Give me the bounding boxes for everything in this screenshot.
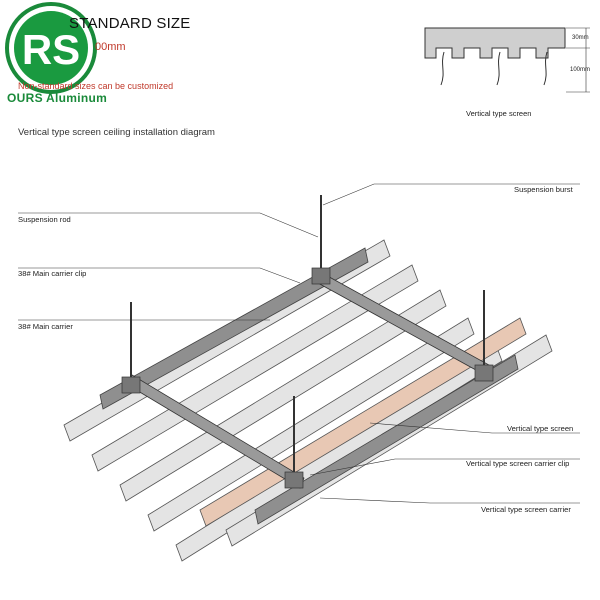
profile-caption: Vertical type screen [466, 109, 531, 118]
label-suspension-burst: Suspension burst [514, 185, 574, 194]
logo-letters: RS [22, 26, 80, 73]
profile-dim-top: 30mm [572, 35, 589, 41]
label-main-carrier: 38# Main carrier [18, 322, 73, 331]
suspension-rods [130, 195, 485, 478]
standard-size-title: STANDARD SIZE [69, 15, 191, 32]
label-carrier-clip: Vertical type screen carrier clip [466, 459, 569, 468]
diagram-labels: Suspension burst Suspension rod 38# Main… [18, 185, 574, 514]
diagram-title: Vertical type screen ceiling installatio… [18, 127, 215, 138]
brand-name: OURS Aluminum [7, 91, 108, 105]
label-vertical-screen: Vertical type screen [507, 424, 573, 433]
standard-size-value: 00mm [95, 41, 126, 53]
rod-hangers [121, 267, 494, 489]
remark-text: Non-standard sizes can be customized [18, 81, 174, 91]
brand-logo: RS [5, 2, 97, 94]
leader-lines [18, 183, 580, 504]
profile-dim-bottom: 100mm [570, 67, 590, 73]
profile-drawing: 30mm 100mm Vertical type screen [424, 27, 590, 118]
label-suspension-rod: Suspension rod [18, 215, 71, 224]
label-screen-carrier: Vertical type screen carrier [481, 505, 571, 514]
main-carriers [99, 247, 519, 525]
label-main-carrier-clip: 38# Main carrier clip [18, 269, 86, 278]
